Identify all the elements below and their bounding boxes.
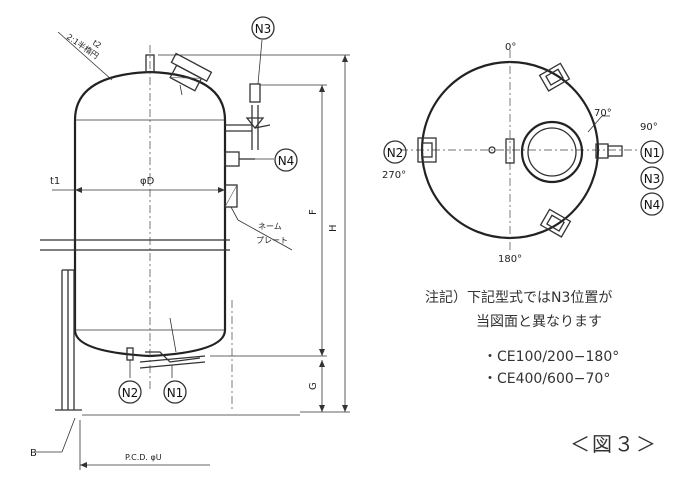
top-n4-callout: N4 <box>640 192 664 216</box>
pcd-label: P.C.D. φU <box>125 453 162 462</box>
top-view: 0° 70° 90° 180° 270° N2 N1 N3 N4 <box>382 42 664 265</box>
nameplate-label-2: プレート <box>256 236 288 245</box>
svg-text:N2: N2 <box>387 146 404 160</box>
side-n1-callout: N1 <box>163 380 187 404</box>
note-line-1: 注記）下記型式ではN3位置が <box>425 290 613 306</box>
diameter-label: φD <box>140 176 155 187</box>
dim-h-label: H <box>328 224 339 232</box>
angle-90: 90° <box>640 122 658 133</box>
top-n2-callout: N2 <box>383 140 407 164</box>
side-n4-callout: N4 <box>255 148 298 172</box>
note-item-1: ・CE100/200−180° <box>483 349 620 365</box>
side-n2-callout: N2 <box>118 380 142 404</box>
angle-70: 70° <box>594 108 612 119</box>
note-line-2: 当図面と異なります <box>476 314 602 330</box>
svg-text:N3: N3 <box>644 172 661 186</box>
dim-f-label: F <box>308 209 319 215</box>
t2-label: t2 <box>91 38 103 50</box>
svg-text:N4: N4 <box>644 198 661 212</box>
angle-0: 0° <box>505 42 516 53</box>
svg-text:N3: N3 <box>255 22 272 36</box>
top-n3-callout: N3 <box>640 166 664 190</box>
angle-180: 180° <box>498 254 522 265</box>
note-item-2: ・CE400/600−70° <box>483 371 611 387</box>
svg-text:N2: N2 <box>122 386 139 400</box>
top-n1-callout: N1 <box>640 140 664 164</box>
side-n3-callout: N3 <box>251 16 275 40</box>
nameplate-label-1: ネーム <box>258 222 282 231</box>
side-view: t2 2:1半楕円 t1 φD H F G ネーム プレート <box>30 16 350 470</box>
svg-text:N4: N4 <box>278 154 295 168</box>
leg-b-label: B <box>30 448 37 459</box>
figure-label: ＜図３＞ <box>570 432 658 456</box>
t1-label: t1 <box>50 176 60 187</box>
svg-text:N1: N1 <box>644 146 661 160</box>
dim-g-label: G <box>308 382 319 390</box>
angle-270: 270° <box>382 170 406 181</box>
svg-text:N1: N1 <box>167 386 184 400</box>
